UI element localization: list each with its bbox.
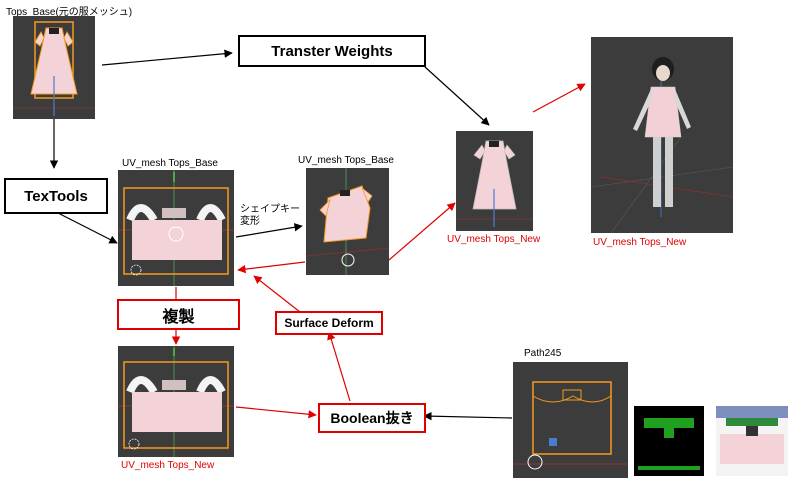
- arrow-shapekey-to-uvnew: [388, 202, 456, 261]
- uv-mesh-new-right-title: UV_mesh Tops_New: [593, 237, 687, 248]
- uv-mesh-new-mid-title: UV_mesh Tops_New: [447, 234, 541, 245]
- deformed-dress-render: [306, 168, 389, 275]
- arrow-boolean-to-surface: [327, 331, 351, 402]
- uv-mesh-new-bottom-title: UV_mesh Tops_New: [121, 460, 215, 471]
- mask-texture-image: [638, 418, 700, 470]
- arrow-base-to-transfer: [101, 49, 233, 66]
- tops-base-viewport[interactable]: [13, 16, 95, 119]
- uv-mesh-base-left-title: UV_mesh Tops_Base: [122, 158, 218, 169]
- color-texture-thumb: [716, 406, 788, 476]
- arrow-surface-to-uvbase: [253, 275, 301, 313]
- uv-mesh-new-mid-viewport[interactable]: [456, 131, 533, 231]
- uv-mesh-base-left-viewport[interactable]: [118, 170, 234, 286]
- uv-mesh-new-bottom-viewport[interactable]: [118, 346, 234, 457]
- shape-key-note-line2: 変形: [240, 216, 260, 227]
- dress-render-new: [456, 140, 533, 227]
- tops-base-title: Tops_Base(元の服メッシュ): [6, 7, 133, 18]
- arrow-uvnew-bottom-to-boolean: [235, 406, 317, 419]
- uv-layout-base: [118, 170, 234, 286]
- textools-box: TexTools: [4, 178, 108, 214]
- arrow-transfer-to-uvnew: [424, 66, 490, 126]
- arrow-path-to-boolean: [423, 411, 513, 421]
- surface-deform-box: Surface Deform: [275, 311, 383, 335]
- transfer-weights-box: Transter Weights: [238, 35, 426, 67]
- mask-texture-thumb: [634, 406, 704, 476]
- character-render: [591, 57, 733, 233]
- path-outline-render: [513, 381, 628, 470]
- arrow-shapekey-to-uvbase: [237, 261, 306, 274]
- duplicate-box: 複製: [117, 299, 240, 330]
- uv-mesh-base-mid-title: UV_mesh Tops_Base: [298, 155, 394, 166]
- path245-viewport[interactable]: [513, 362, 628, 478]
- boolean-cut-box: Boolean抜き: [318, 403, 426, 433]
- dress-render: [13, 21, 95, 116]
- arrow-textools-to-uvbase: [57, 212, 118, 244]
- shape-key-note-line1: シェイプキー: [240, 204, 300, 215]
- final-render-viewport[interactable]: [591, 37, 733, 233]
- path245-title: Path245: [524, 348, 562, 359]
- shape-key-note: シェイプキー 変形: [240, 204, 300, 228]
- uv-layout-new: [118, 346, 234, 457]
- uv-mesh-base-mid-viewport[interactable]: [306, 168, 389, 275]
- arrow-uvnew-to-final: [532, 83, 586, 113]
- color-texture-image: [716, 406, 788, 464]
